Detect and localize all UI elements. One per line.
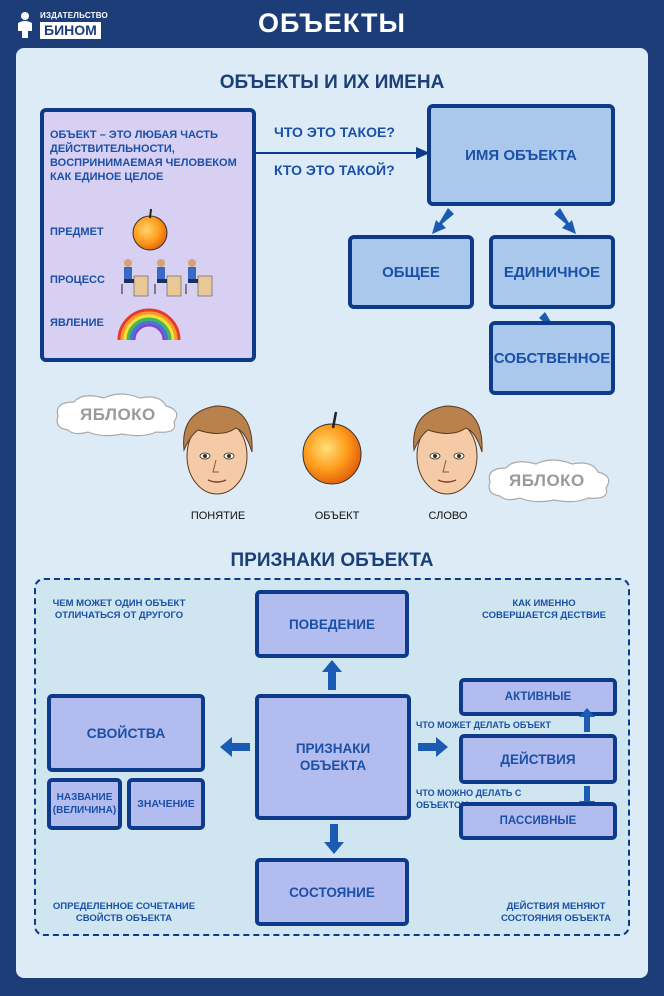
note-bottom-left: ОПРЕДЕЛЕННОЕ СОЧЕТАНИЕ СВОЙСТВ ОБЪЕКТА bbox=[52, 901, 196, 924]
cloud-word-left: ЯБЛОКО bbox=[80, 405, 156, 424]
properties-box: СВОЙСТВА bbox=[47, 694, 205, 772]
arrow-up-small-icon bbox=[579, 708, 595, 732]
note-bottom-right: ДЕЙСТВИЯ МЕНЯЮТ СОСТОЯНИЯ ОБЪЕКТА bbox=[500, 901, 611, 924]
behavior-box: ПОВЕДЕНИЕ bbox=[255, 590, 409, 658]
face-right-icon bbox=[413, 405, 483, 495]
arrow-left-icon bbox=[220, 737, 250, 757]
can-be-done-label: ЧТО МОЖНО ДЕЛАТЬ С ОБЪЕКТОМ bbox=[416, 788, 522, 810]
can-do-label: ЧТО МОЖЕТ ДЕЛАТЬ ОБЪЕКТ bbox=[416, 720, 552, 730]
single-name-box: ЕДИНИЧНОЕ bbox=[489, 235, 615, 309]
passive-actions-box: ПАССИВНЫЕ bbox=[459, 802, 617, 840]
caption-word: СЛОВО bbox=[428, 510, 468, 522]
category-process-label: ПРОЦЕСС bbox=[50, 274, 105, 286]
object-features-center-box: ПРИЗНАКИ ОБЪЕКТА bbox=[255, 694, 411, 820]
face-left-icon bbox=[183, 405, 253, 495]
cloud-word-right: ЯБЛОКО bbox=[509, 471, 585, 490]
section-title-objects-names: ОБЪЕКТЫ И ИХ ИМЕНА bbox=[219, 72, 445, 93]
note-top-right: КАК ИМЕННО СОВЕРШАЕТСЯ ДЕСТВИЕ bbox=[482, 598, 606, 621]
property-name-box: НАЗВАНИЕ (ВЕЛИЧИНА) bbox=[47, 778, 122, 830]
arrow-right-icon bbox=[256, 147, 430, 159]
active-actions-box: АКТИВНЫЕ bbox=[459, 678, 617, 716]
arrow-down-left-icon bbox=[432, 208, 454, 234]
property-value-box: ЗНАЧЕНИЕ bbox=[127, 778, 205, 830]
state-box: СОСТОЯНИЕ bbox=[255, 858, 409, 926]
arrow-down-icon bbox=[324, 824, 344, 854]
question-who: КТО ЭТО ТАКОЙ? bbox=[274, 162, 395, 178]
workers-process-icon bbox=[121, 259, 213, 297]
speech-cloud-right bbox=[488, 459, 610, 503]
category-item-label: ПРЕДМЕТ bbox=[50, 226, 104, 238]
page-title: ОБЪЕКТЫ bbox=[258, 8, 406, 38]
publisher-logo: ИЗДАТЕЛЬСТВО БИНОМ bbox=[14, 8, 114, 40]
actions-box: ДЕЙСТВИЯ bbox=[459, 734, 617, 784]
speech-cloud-left bbox=[56, 393, 178, 437]
arrow-down-right-icon bbox=[554, 208, 576, 234]
arrow-right-icon bbox=[418, 737, 448, 757]
rainbow-icon bbox=[117, 308, 181, 341]
reader-icon bbox=[18, 12, 32, 38]
proper-name-box: СОБСТВЕННОЕ bbox=[489, 321, 615, 395]
caption-object: ОБЪЕКТ bbox=[314, 510, 360, 522]
apple-icon bbox=[132, 208, 168, 251]
definition-text: ОБЪЕКТ – ЭТО ЛЮБАЯ ЧАСТЬ ДЕЙСТВИТЕЛЬНОСТ… bbox=[50, 129, 237, 183]
caption-concept: ПОНЯТИЕ bbox=[190, 510, 246, 522]
apple-large-icon bbox=[302, 411, 362, 485]
publisher-name: БИНОМ bbox=[40, 22, 101, 39]
general-name-box: ОБЩЕЕ bbox=[348, 235, 474, 309]
question-what: ЧТО ЭТО ТАКОЕ? bbox=[274, 124, 395, 140]
section-title-object-features: ПРИЗНАКИ ОБЪЕКТА bbox=[230, 550, 434, 571]
publisher-small-label: ИЗДАТЕЛЬСТВО bbox=[40, 11, 108, 20]
arrow-up-icon bbox=[322, 660, 342, 690]
object-name-box: ИМЯ ОБЪЕКТА bbox=[427, 104, 615, 206]
category-phenomenon-label: ЯВЛЕНИЕ bbox=[50, 317, 104, 329]
note-top-left: ЧЕМ МОЖЕТ ОДИН ОБЪЕКТ ОТЛИЧАТЬСЯ ОТ ДРУГ… bbox=[52, 598, 186, 621]
